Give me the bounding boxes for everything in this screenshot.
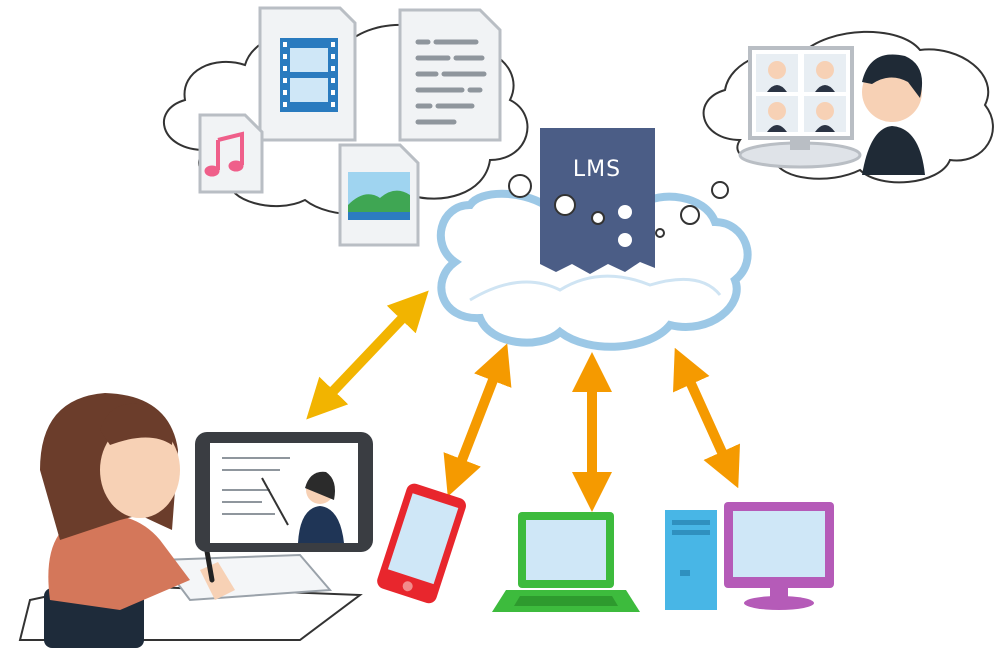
thought-bubbles [508,174,729,238]
desktop-computer-icon [665,502,834,610]
smartphone-icon [377,483,466,604]
document-file-icon [398,8,502,142]
video-conference-icon [702,30,994,184]
sync-arrows [306,290,740,512]
film-file-icon [258,6,357,142]
tablet-icon [195,432,373,552]
desktop-arrow [673,347,740,489]
laptop-icon [492,512,640,612]
server-icon: LMS [540,128,655,274]
picture-file-icon [338,143,420,247]
files-thought-cloud [162,6,529,247]
music-file-icon [198,113,264,194]
student-icon [18,393,363,648]
tablet-arrow [306,290,429,420]
server-label: LMS [573,157,621,182]
smartphone-arrow [443,343,512,497]
